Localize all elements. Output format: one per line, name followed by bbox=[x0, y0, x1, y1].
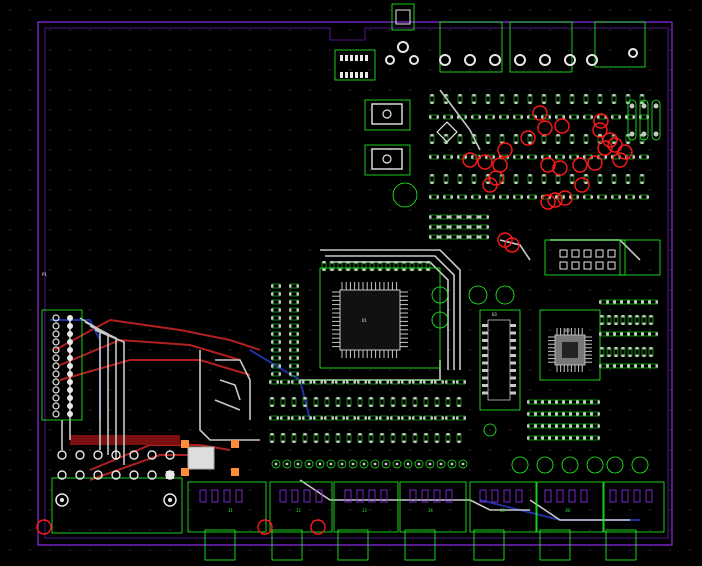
drc-marker[interactable] bbox=[540, 194, 556, 210]
drc-marker[interactable] bbox=[597, 140, 613, 156]
crystal-y1[interactable]: Y1 bbox=[181, 440, 239, 476]
ic-u2-label: U2 bbox=[565, 328, 570, 333]
component-outlines bbox=[41, 3, 665, 561]
drc-marker[interactable] bbox=[617, 144, 633, 160]
jack-j4-label: J4 bbox=[428, 508, 433, 513]
connector-bottom-left[interactable] bbox=[55, 450, 177, 507]
drc-marker[interactable] bbox=[532, 105, 548, 121]
jack-j6-label: J6 bbox=[565, 508, 570, 513]
ic-u3[interactable]: U3 bbox=[482, 312, 516, 401]
drc-marker[interactable] bbox=[574, 177, 590, 193]
drc-marker[interactable] bbox=[482, 177, 498, 193]
crystal-y1-label: Y1 bbox=[195, 456, 200, 461]
drc-marker[interactable] bbox=[572, 157, 588, 173]
drc-marker[interactable] bbox=[554, 118, 570, 134]
drc-marker[interactable] bbox=[520, 130, 536, 146]
drc-marker[interactable] bbox=[504, 237, 520, 253]
header-p1-label: P1 bbox=[42, 272, 47, 277]
drc-marker[interactable] bbox=[497, 142, 513, 158]
jack-labels: J1 J2 J3 J4 J5 J6 bbox=[228, 508, 570, 513]
dense-component-field bbox=[199, 55, 661, 503]
drc-marker[interactable] bbox=[602, 132, 618, 148]
ic-u1-label: U1 bbox=[362, 318, 367, 323]
jack-j5-label: J5 bbox=[500, 508, 505, 513]
drc-marker[interactable] bbox=[477, 154, 493, 170]
drc-markers[interactable] bbox=[36, 105, 633, 535]
drc-marker[interactable] bbox=[36, 519, 52, 535]
drc-marker[interactable] bbox=[462, 152, 478, 168]
drc-marker[interactable] bbox=[552, 160, 568, 176]
header-p1[interactable]: P1 bbox=[42, 272, 73, 418]
drc-marker[interactable] bbox=[557, 190, 573, 206]
board-keepout-outline bbox=[44, 27, 669, 539]
connector-top-right[interactable] bbox=[385, 9, 638, 66]
drc-marker[interactable] bbox=[257, 519, 273, 535]
drc-marker[interactable] bbox=[547, 192, 563, 208]
jack-j2-label: J2 bbox=[296, 508, 301, 513]
drc-marker[interactable] bbox=[593, 113, 609, 129]
ic-u2[interactable]: U2 bbox=[548, 328, 592, 372]
ic-u3-label: U3 bbox=[492, 312, 497, 317]
drc-marker[interactable] bbox=[592, 122, 608, 138]
ic-u1[interactable]: U1 bbox=[332, 282, 408, 358]
jack-j3-label: J3 bbox=[362, 508, 367, 513]
drc-marker[interactable] bbox=[612, 152, 628, 168]
electrolytic-capacitors bbox=[392, 182, 649, 474]
drc-marker[interactable] bbox=[537, 120, 553, 136]
drc-marker[interactable] bbox=[310, 519, 326, 535]
drc-marker[interactable] bbox=[587, 155, 603, 171]
drc-marker[interactable] bbox=[540, 157, 556, 173]
jack-j1-label: J1 bbox=[228, 508, 233, 513]
